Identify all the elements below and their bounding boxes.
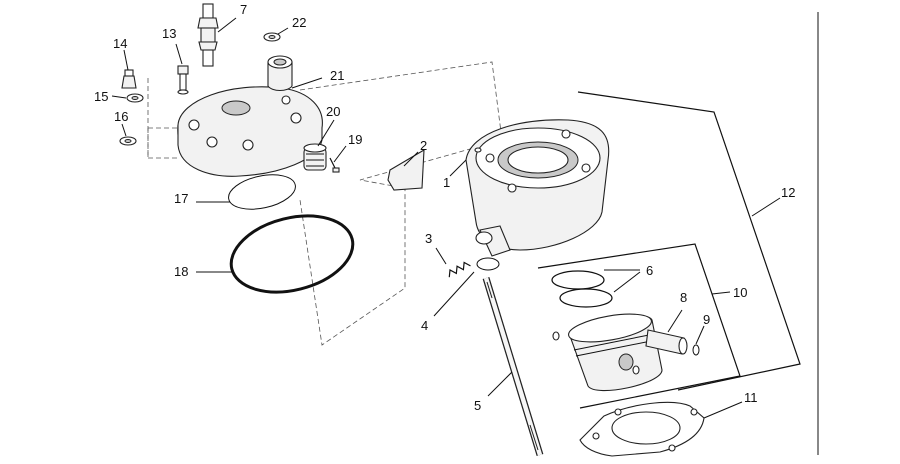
callout-14: 14 — [113, 36, 127, 51]
temperature-sensor — [121, 69, 137, 89]
callout-17: 17 — [174, 191, 188, 206]
callout-10: 10 — [733, 285, 747, 300]
callout-22: 22 — [292, 15, 306, 30]
callout-20: 20 — [326, 104, 340, 119]
callout-13: 13 — [162, 26, 176, 41]
piston — [552, 313, 663, 392]
callout-15: 15 — [94, 89, 108, 104]
small-screw-19 — [329, 157, 340, 173]
piston-ring-top — [551, 270, 605, 290]
callout-8: 8 — [680, 290, 687, 305]
spring-3 — [448, 261, 471, 278]
piston-ring-bottom — [559, 288, 613, 308]
callout-16: 16 — [114, 109, 128, 124]
callout-labels: 1 2 3 4 5 6 7 8 9 10 11 12 13 14 15 16 1… — [94, 2, 795, 413]
callout-2: 2 — [420, 138, 427, 153]
piston-group-frame — [537, 243, 741, 409]
callout-9: 9 — [703, 312, 710, 327]
callout-7: 7 — [240, 2, 247, 17]
o-ring-17 — [228, 174, 296, 210]
callout-6: 6 — [646, 263, 653, 278]
callout-3: 3 — [425, 231, 432, 246]
callout-12: 12 — [781, 185, 795, 200]
piston-pin — [645, 329, 688, 355]
callout-21: 21 — [330, 68, 344, 83]
spark-plug — [197, 3, 219, 67]
leader-lines — [111, 17, 781, 419]
o-ring-18 — [229, 214, 355, 294]
callout-18: 18 — [174, 264, 188, 279]
callout-19: 19 — [348, 132, 362, 147]
cylinder — [465, 119, 610, 257]
thermostat-valve — [303, 143, 327, 171]
cylinder-group-frame — [577, 91, 801, 391]
dowel-1 — [474, 147, 482, 153]
bleed-screw — [177, 65, 189, 95]
bracket-2 — [387, 149, 425, 191]
o-ring-4 — [476, 257, 500, 271]
base-gasket — [579, 401, 705, 457]
callout-11: 11 — [744, 390, 758, 405]
cylinder-head — [177, 55, 323, 177]
stud-5 — [482, 276, 544, 457]
cylinder-group-dash — [299, 61, 503, 346]
callout-4: 4 — [421, 318, 428, 333]
callout-5: 5 — [474, 398, 481, 413]
circlip-9 — [692, 344, 700, 356]
callout-1: 1 — [443, 175, 450, 190]
head-group-dash-left — [147, 78, 180, 159]
